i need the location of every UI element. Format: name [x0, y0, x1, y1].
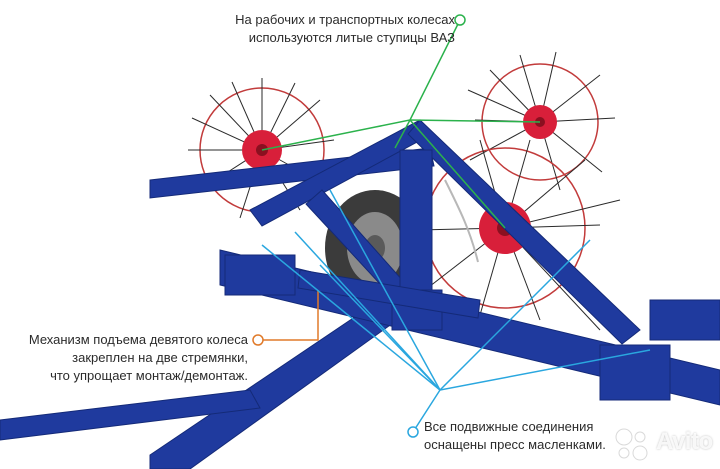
- callout-top-line1: На рабочих и транспортных колесах: [235, 12, 455, 27]
- callout-bottom-line2: оснащены пресс масленками.: [424, 437, 606, 452]
- avito-wordmark: Avito: [656, 428, 713, 455]
- rake-wheel-top-right: [467, 51, 616, 191]
- avito-logo-icon: [615, 428, 648, 461]
- callout-lines-bottom: [261, 189, 651, 438]
- callout-lines-top: [261, 14, 541, 229]
- lift-chain: [444, 179, 479, 263]
- callout-wheel-hubs: На рабочих и транспортных колесах исполь…: [200, 11, 455, 47]
- callout-bottom-line1: Все подвижные соединения: [424, 419, 594, 434]
- callout-left-line1: Механизм подъема девятого колеса: [28, 332, 248, 347]
- callout-left-line2: закреплен на две стремянки,: [72, 350, 248, 365]
- rake-frame: [0, 119, 720, 469]
- callout-grease-fittings: Все подвижные соединения оснащены пресс …: [424, 418, 619, 454]
- avito-watermark: Avito: [612, 426, 717, 462]
- callout-left-line3: что упрощает монтаж/демонтаж.: [50, 368, 248, 383]
- callout-lines-left: [252, 290, 319, 346]
- callout-top-line2: используются литые ступицы ВАЗ: [248, 30, 455, 45]
- callout-lift-mechanism: Механизм подъема девятого колеса закрепл…: [8, 331, 248, 385]
